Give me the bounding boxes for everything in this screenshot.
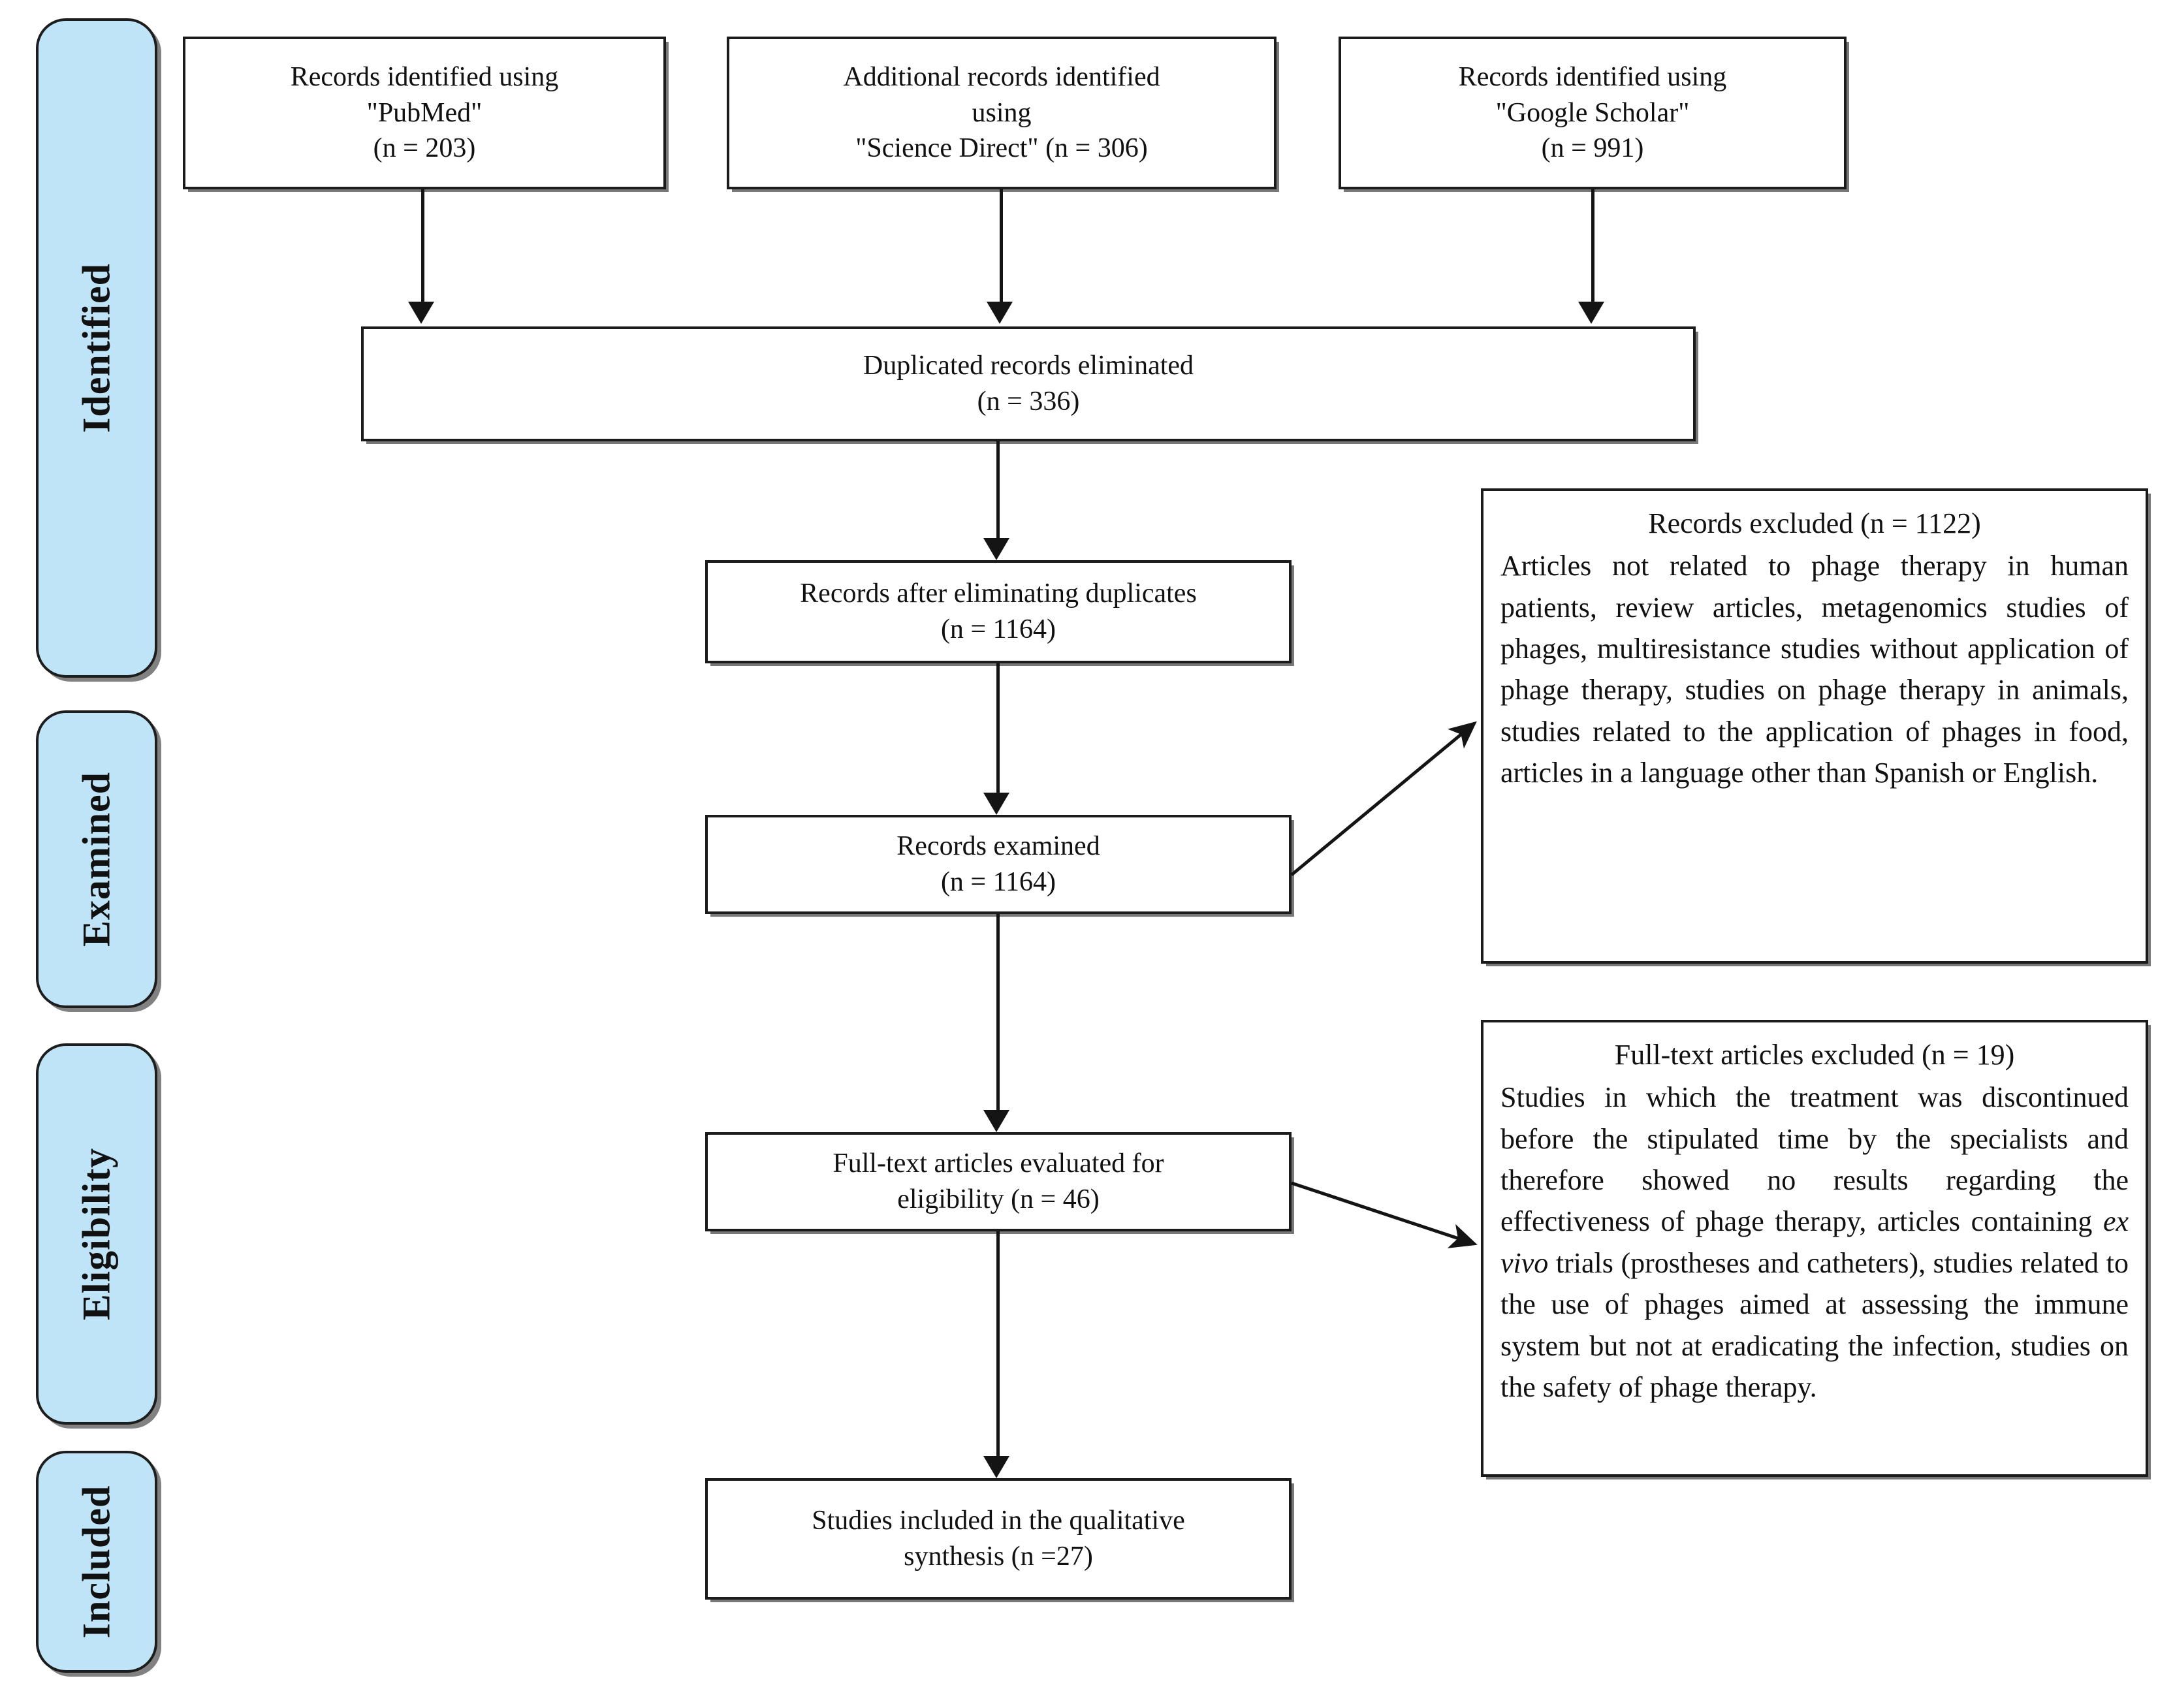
connector-examined-to-fulltext [996, 914, 1000, 1110]
box-fulltext-excluded: Full-text articles excluded (n = 19) Stud… [1481, 1020, 2148, 1477]
source-science-direct-line1: Additional records identified [843, 62, 1160, 93]
stage-label-examined: Examined [36, 710, 157, 1008]
stage-label-eligibility: Eligibility [36, 1043, 157, 1425]
box-fulltext-evaluated: Full-text articles evaluated for eligibi… [705, 1132, 1292, 1231]
included-line1: Studies included in the qualitative [812, 1506, 1185, 1536]
stage-label-included-text: Included [74, 1485, 118, 1639]
arrowhead-pubmed-to-duplicates [408, 302, 434, 324]
connector-pubmed-to-duplicates [421, 189, 424, 302]
box-records-excluded: Records excluded (n = 1122) Articles not … [1481, 488, 2148, 964]
arrowhead-after-to-examined [983, 793, 1009, 815]
source-science-direct-line2: using [972, 97, 1032, 128]
source-box-google-scholar: Records identified using "Google Scholar… [1339, 37, 1847, 189]
stage-label-examined-text: Examined [74, 771, 118, 947]
arrowhead-google-scholar-to-duplicates [1578, 302, 1604, 324]
connector-science-direct-to-duplicates [1000, 189, 1003, 302]
connector-fulltext-to-included [996, 1231, 1000, 1456]
source-pubmed-line1: Records identified using [290, 62, 559, 93]
fulltext-eval-line1: Full-text articles evaluated for [833, 1148, 1164, 1179]
included-count: synthesis (n =27) [904, 1542, 1093, 1572]
source-google-scholar-line2: "Google Scholar" [1495, 97, 1690, 128]
connector-fulltext-to-fulltext-excluded [1291, 1181, 1478, 1248]
fulltext-excluded-italic: ex vivo [1500, 1205, 2129, 1279]
fulltext-excluded-body-1: Studies in which the treatment was disco… [1500, 1081, 2129, 1238]
fulltext-excluded-body-2: trials (prostheses and catheters), studi… [1500, 1246, 2129, 1403]
stage-label-eligibility-text: Eligibility [74, 1147, 118, 1321]
records-excluded-body: Articles not related to phage therapy in… [1500, 550, 2129, 789]
stage-label-identified-text: Identified [74, 262, 118, 434]
source-box-pubmed: Records identified using "PubMed" (n = 2… [183, 37, 666, 189]
after-duplicates-line1: Records after eliminating duplicates [800, 578, 1197, 609]
arrowhead-fulltext-to-included [983, 1456, 1009, 1478]
arrowhead-science-direct-to-duplicates [987, 302, 1013, 324]
box-studies-included: Studies included in the qualitative synt… [705, 1478, 1292, 1600]
stage-label-included: Included [36, 1451, 157, 1673]
fulltext-excluded-header: Full-text articles excluded (n = 19) [1614, 1039, 2015, 1071]
arrowhead-examined-to-fulltext [983, 1110, 1009, 1132]
source-google-scholar-line1: Records identified using [1458, 62, 1727, 93]
connector-duplicates-to-after [996, 441, 1000, 538]
source-box-science-direct: Additional records identified using "Sci… [727, 37, 1277, 189]
after-duplicates-count: (n = 1164) [940, 614, 1056, 644]
stage-label-identified: Identified [36, 18, 157, 678]
duplicates-line1: Duplicated records eliminated [863, 351, 1194, 381]
connector-examined-to-records-excluded [1290, 721, 1477, 876]
source-science-direct-count: "Science Direct" (n = 306) [855, 133, 1148, 164]
source-pubmed-count: (n = 203) [373, 133, 476, 164]
connector-google-scholar-to-duplicates [1591, 189, 1594, 302]
duplicates-count: (n = 336) [977, 387, 1080, 417]
box-records-after-duplicates: Records after eliminating duplicates (n … [705, 560, 1292, 663]
source-google-scholar-count: (n = 991) [1541, 133, 1644, 164]
box-duplicates-eliminated: Duplicated records eliminated (n = 336) [361, 326, 1696, 441]
examined-line1: Records examined [896, 831, 1100, 862]
connector-after-to-examined [996, 663, 1000, 793]
source-pubmed-line2: "PubMed" [366, 97, 483, 128]
box-records-examined: Records examined (n = 1164) [705, 815, 1292, 914]
examined-count: (n = 1164) [940, 867, 1056, 897]
arrowhead-duplicates-to-after [983, 538, 1009, 560]
records-excluded-header: Records excluded (n = 1122) [1648, 507, 1981, 539]
fulltext-eval-count: eligibility (n = 46) [897, 1184, 1100, 1214]
